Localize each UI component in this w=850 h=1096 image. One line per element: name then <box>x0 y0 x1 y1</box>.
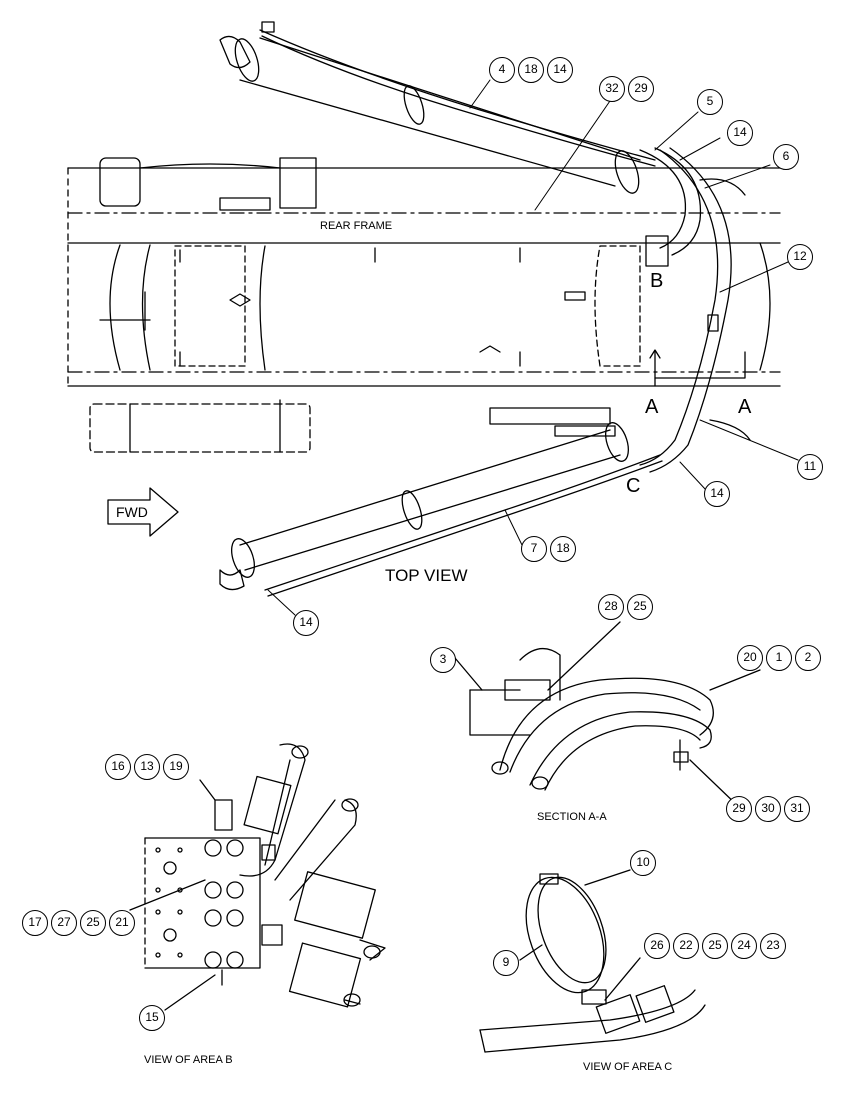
area-b-title: VIEW OF AREA B <box>144 1054 233 1066</box>
hose-routing <box>639 147 751 473</box>
callout-15: 15 <box>139 1005 165 1031</box>
callout-11: 11 <box>797 454 823 480</box>
fwd-arrow-label: FWD <box>116 504 148 520</box>
callout-25: 25 <box>627 594 653 620</box>
callout-32: 32 <box>599 76 625 102</box>
callout-12: 12 <box>787 244 813 270</box>
callout-29: 29 <box>628 76 654 102</box>
leader-lines <box>267 79 799 616</box>
callout-30: 30 <box>755 796 781 822</box>
area-c-title: VIEW OF AREA C <box>583 1061 673 1073</box>
callout-14: 14 <box>293 610 319 636</box>
callout-9: 9 <box>493 950 519 976</box>
lower-cylinder <box>219 422 663 597</box>
fwd-arrow-shape <box>107 487 179 537</box>
area-c-drawing <box>479 869 706 1053</box>
callout-6: 6 <box>773 144 799 170</box>
area-b-letter: B <box>650 270 664 292</box>
callout-20: 20 <box>737 645 763 671</box>
callout-22: 22 <box>673 933 699 959</box>
upper-cylinder <box>219 21 656 194</box>
callout-25: 25 <box>80 910 106 936</box>
callout-19: 19 <box>163 754 189 780</box>
callout-23: 23 <box>760 933 786 959</box>
callout-26: 26 <box>644 933 670 959</box>
callout-13: 13 <box>134 754 160 780</box>
callout-3: 3 <box>430 647 456 673</box>
callout-24: 24 <box>731 933 757 959</box>
section-a-right-letter: A <box>738 396 752 418</box>
rear-frame-drawing <box>67 157 781 453</box>
callout-28: 28 <box>598 594 624 620</box>
callout-14: 14 <box>547 57 573 83</box>
section-a-left-letter: A <box>645 396 659 418</box>
top-view-title: TOP VIEW <box>385 566 468 585</box>
area-c-letter: C <box>626 475 641 497</box>
area-b-drawing <box>129 743 386 1011</box>
callout-25: 25 <box>702 933 728 959</box>
section-a-a-title: SECTION A-A <box>537 811 607 823</box>
rear-frame-label: REAR FRAME <box>320 220 393 232</box>
callout-31: 31 <box>784 796 810 822</box>
callout-10: 10 <box>630 850 656 876</box>
section-a-a-drawing <box>454 621 761 809</box>
callout-29: 29 <box>726 796 752 822</box>
callout-14: 14 <box>704 481 730 507</box>
callout-4: 4 <box>489 57 515 83</box>
callout-18: 18 <box>518 57 544 83</box>
callout-18: 18 <box>550 536 576 562</box>
callout-14: 14 <box>727 120 753 146</box>
callout-5: 5 <box>697 89 723 115</box>
callout-16: 16 <box>105 754 131 780</box>
callout-1: 1 <box>766 645 792 671</box>
callout-21: 21 <box>109 910 135 936</box>
callout-2: 2 <box>795 645 821 671</box>
callout-17: 17 <box>22 910 48 936</box>
callout-27: 27 <box>51 910 77 936</box>
callout-7: 7 <box>521 536 547 562</box>
